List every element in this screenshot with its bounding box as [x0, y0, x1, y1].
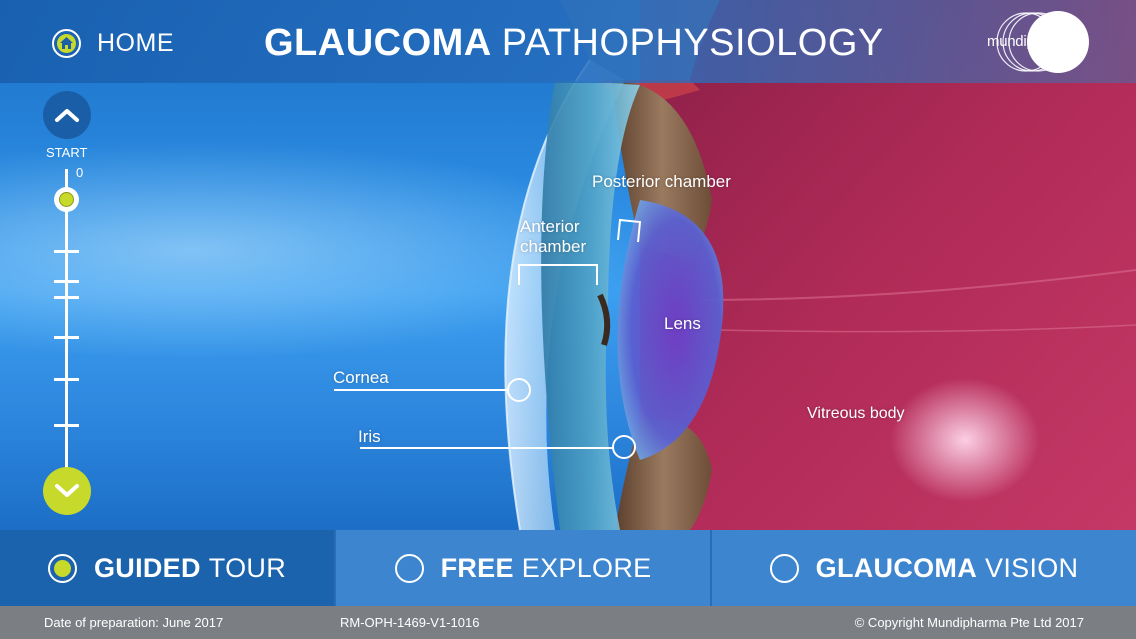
radio-selected-icon	[47, 553, 77, 583]
label-posterior-chamber: Posterior chamber	[592, 172, 731, 191]
timeline-position-label: 0	[76, 165, 84, 180]
timeline-knob[interactable]	[54, 187, 79, 212]
timeline-down-button[interactable]	[43, 467, 91, 515]
label-lens: Lens	[664, 314, 701, 333]
tab-label-bold: GLAUCOMA	[815, 552, 978, 583]
logo-text: mundipharma	[987, 33, 1076, 50]
radio-empty-icon	[769, 553, 799, 583]
title-light: PATHOPHYSIOLOGY	[501, 22, 884, 64]
chevron-down-icon	[55, 484, 79, 497]
timeline-tick[interactable]	[54, 296, 79, 299]
home-button[interactable]: HOME	[52, 26, 174, 60]
home-icon	[52, 28, 81, 58]
tab-label-light: EXPLORE	[521, 552, 652, 583]
chevron-up-icon	[55, 109, 79, 122]
label-cornea: Cornea	[333, 368, 389, 387]
timeline-up-button[interactable]	[43, 91, 91, 139]
label-vitreous-body: Vitreous body	[807, 405, 905, 422]
footer-date: Date of preparation: June 2017	[44, 615, 224, 630]
radio-empty-icon	[394, 553, 424, 583]
footer: Date of preparation: June 2017 RM-OPH-14…	[0, 606, 1136, 639]
tab-label-bold: FREE	[440, 552, 514, 583]
timeline-tick[interactable]	[54, 378, 79, 381]
footer-code: RM-OPH-1469-V1-1016	[340, 615, 480, 630]
timeline-track[interactable]	[65, 169, 68, 469]
timeline-tick[interactable]	[54, 424, 79, 427]
timeline-tick[interactable]	[54, 250, 79, 253]
title-bold: GLAUCOMA	[264, 22, 492, 64]
label-anterior-chamber: Anterior chamber	[520, 217, 587, 256]
tab-label-light: TOUR	[208, 552, 287, 583]
timeline-start-label: START	[46, 145, 88, 160]
footer-copyright: © Copyright Mundipharma Pte Ltd 2017	[854, 615, 1084, 630]
home-label: HOME	[97, 28, 174, 57]
mundipharma-logo: mundipharma	[986, 9, 1092, 75]
tab-label-bold: GUIDED	[93, 552, 201, 583]
timeline-tick[interactable]	[54, 336, 79, 339]
tab-label-light: VISION	[985, 552, 1079, 583]
timeline-tick[interactable]	[54, 280, 79, 283]
label-iris: Iris	[358, 427, 381, 446]
